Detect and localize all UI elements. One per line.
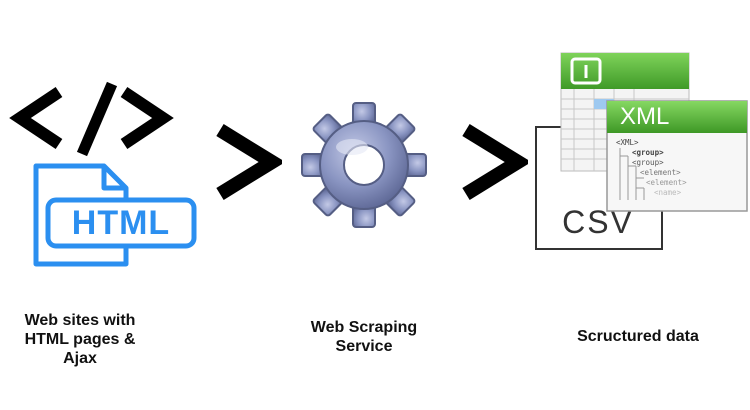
gear-icon	[284, 100, 444, 230]
xml-line: <element>	[646, 178, 687, 187]
service-caption: Web Scraping Service	[284, 318, 444, 356]
chevron-right-icon	[212, 122, 282, 202]
caption-line: Ajax	[63, 350, 97, 367]
xml-label: XML	[620, 103, 670, 130]
xml-line: <group>	[632, 158, 664, 167]
output-caption: Scructured data	[577, 328, 699, 345]
xml-tree: <XML> <group> <group> <element> <element…	[616, 138, 744, 198]
caption-line: Web sites with	[24, 312, 136, 329]
source-caption: Web sites with HTML pages & Ajax	[0, 311, 160, 368]
xml-line: <XML>	[616, 138, 639, 147]
caption-line: Service	[335, 338, 393, 355]
xml-line: <group>	[632, 148, 664, 157]
xml-line: <element>	[640, 168, 681, 177]
xml-line: <name>	[654, 188, 682, 197]
html-file-icon: HTML	[26, 162, 201, 270]
caption-line: Web Scraping	[310, 319, 418, 336]
caption-line: HTML pages &	[24, 331, 136, 348]
chevron-right-icon	[458, 122, 528, 202]
code-brackets-icon	[4, 78, 179, 158]
html-file-label: HTML	[71, 204, 171, 242]
xml-document-icon: XML <XML> <group> <group> <element> <ele…	[606, 100, 748, 212]
